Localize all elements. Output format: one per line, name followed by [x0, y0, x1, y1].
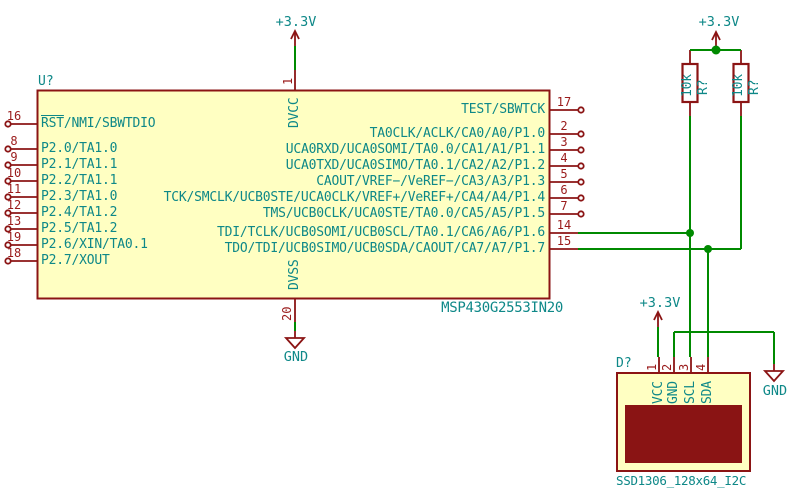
power-flag-3v3-ic[interactable] [290, 28, 300, 46]
pin-number-13: 13 [6, 214, 22, 228]
ic-left-pins[interactable] [4, 120, 37, 265]
pin-label-p24: P2.4/TA1.2 [41, 205, 118, 220]
power-flag-3v3-resistors[interactable] [711, 29, 721, 47]
resistor-r1-value: 10k [680, 74, 695, 97]
pin-label-p21: P2.1/TA1.1 [41, 157, 118, 172]
pin-label-p11: UCA0RXD/UCA0SOMI/TA0.0/CA1/A1/P1.1 [285, 142, 546, 157]
pin-label-p14: TCK/SMCLK/UCB0STE/UCA0CLK/VREF+/VeREF+/C… [163, 190, 546, 205]
power-label-gnd-ic: GND [283, 349, 309, 365]
pin-label-p27: P2.7/XOUT [41, 253, 110, 268]
pin-number-15: 15 [556, 234, 572, 248]
pin-label-p25: P2.5/TA1.2 [41, 221, 118, 236]
resistor-r2-body[interactable] [732, 62, 750, 104]
display-pins[interactable] [658, 357, 709, 373]
pin-number-17: 17 [556, 95, 572, 109]
resistor-r1-reference: R? [696, 79, 711, 95]
pin-number-3: 3 [560, 135, 568, 149]
ic-right-pins[interactable] [550, 106, 585, 250]
gnd-flag-ic[interactable] [283, 331, 307, 350]
pin-label-rst: RST/NMI/SBWTDIO [41, 116, 156, 131]
power-label-3v3-ic: +3.3V [275, 14, 317, 30]
display-value: SSD1306_128x64_I2C [616, 473, 747, 488]
pin-number-18: 18 [6, 246, 22, 260]
power-label-3v3-resistors: +3.3V [698, 14, 740, 30]
pin-number-2: 2 [560, 119, 568, 133]
pin-number-6: 6 [560, 183, 568, 197]
power-label-gnd-display: GND [762, 383, 788, 399]
ic-body[interactable] [36, 89, 551, 300]
pin-label-p15: TMS/UCB0CLK/UCA0STE/TA0.0/CA5/A5/P1.5 [262, 206, 545, 221]
junction-dots [686, 45, 721, 253]
pin-label-test: TEST/SBWTCK [461, 102, 545, 117]
junction-sda [704, 245, 712, 253]
display-pin-name-gnd: GND [666, 381, 681, 404]
display-pin-number-4: 4 [694, 363, 708, 371]
unconnected-pin-circles-left [4, 120, 12, 265]
pin-name-dvss: DVSS [287, 259, 302, 290]
display-pin-number-3: 3 [677, 363, 691, 371]
pin-number-12: 12 [6, 198, 22, 212]
pin-number-8: 8 [10, 134, 18, 148]
pin-number-9: 9 [10, 150, 18, 164]
ic-value: MSP430G2553IN20 [441, 300, 563, 316]
pin-number-16: 16 [6, 109, 22, 123]
wires[interactable] [294, 46, 775, 364]
junction-scl [686, 229, 694, 237]
gnd-flag-display[interactable] [762, 364, 786, 383]
resistor-r1-body[interactable] [681, 62, 699, 104]
pin-number-4: 4 [560, 151, 568, 165]
display-screen [625, 405, 742, 463]
pin-label-p13: CAOUT/VREF−/VeREF−/CA3/A3/P1.3 [316, 174, 545, 189]
pin-label-p23: P2.3/TA1.0 [41, 189, 118, 204]
pin-name-dvcc: DVCC [287, 97, 302, 128]
rst-overline: RST [41, 116, 64, 131]
unconnected-pin-circles-right [577, 106, 585, 218]
display-pin-number-2: 2 [660, 363, 674, 371]
pin-number-14: 14 [556, 218, 572, 232]
pin-number-1: 1 [281, 77, 295, 85]
pin-label-p16: TDI/TCLK/UCB0SOMI/UCB0SCL/TA0.1/CA6/A6/P… [217, 225, 545, 240]
resistor-r2-reference: R? [747, 79, 762, 95]
ic-reference: U? [38, 74, 54, 89]
pin-number-5: 5 [560, 167, 568, 181]
power-flag-3v3-display[interactable] [653, 309, 663, 327]
display-reference: D? [616, 356, 632, 371]
pin-label-p22: P2.2/TA1.1 [41, 173, 118, 188]
pin-label-p26: P2.6/XIN/TA0.1 [41, 237, 148, 252]
pin-label-p20: P2.0/TA1.0 [41, 141, 118, 156]
pin-number-19: 19 [6, 230, 22, 244]
display-pin-name-vcc: VCC [651, 381, 666, 404]
pin-number-7: 7 [560, 199, 568, 213]
resistor-r2[interactable] [732, 50, 750, 116]
display-pin-name-sda: SDA [700, 381, 715, 404]
junction-3v3 [711, 45, 721, 55]
pin-number-11: 11 [6, 182, 22, 196]
pin-number-10: 10 [6, 166, 22, 180]
power-label-3v3-display: +3.3V [639, 295, 681, 311]
pin-label-p10: TA0CLK/ACLK/CA0/A0/P1.0 [369, 126, 546, 141]
display-pin-number-1: 1 [645, 363, 659, 371]
pin-label-p12: UCA0TXD/UCA0SIMO/TA0.1/CA2/A2/P1.2 [285, 158, 546, 173]
display-pin-name-scl: SCL [683, 381, 698, 404]
resistor-r1[interactable] [681, 50, 699, 116]
resistor-r2-value: 10k [731, 74, 746, 97]
pin-label-p17: TDO/TDI/UCB0SIMO/UCB0SDA/CAOUT/CA7/A7/P1… [224, 241, 546, 256]
display-symbol[interactable] [616, 357, 751, 472]
pin-number-20: 20 [280, 306, 294, 321]
